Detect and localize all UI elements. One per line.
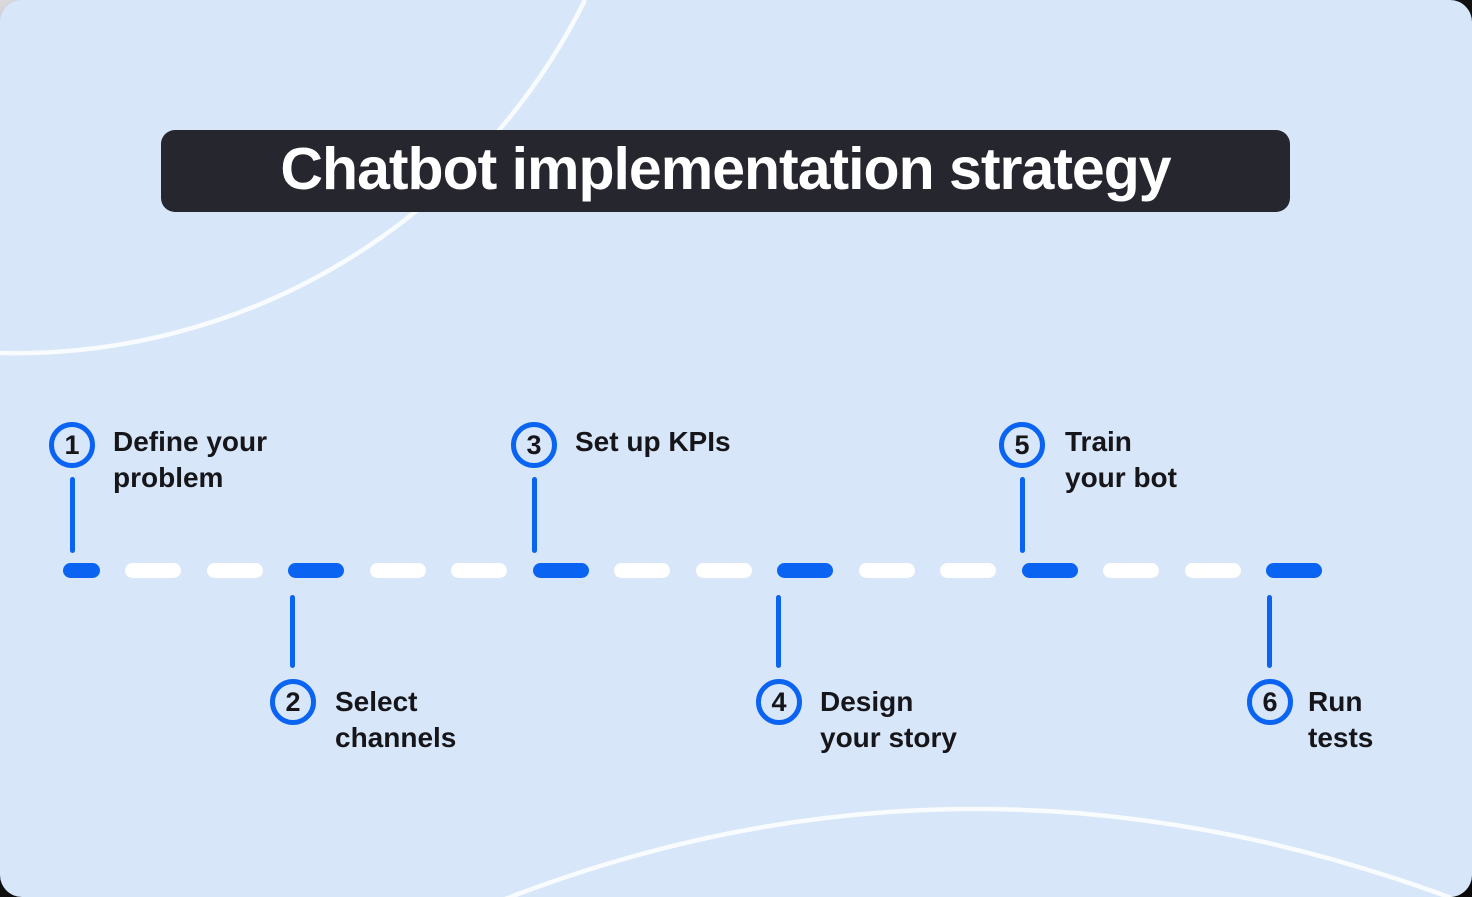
step-1-connector xyxy=(70,477,75,553)
step-2-connector xyxy=(290,595,295,668)
step-3-label: Set up KPIs xyxy=(575,426,731,457)
step-6-badge: 6 xyxy=(1247,679,1293,725)
step-4-label: Design your story xyxy=(820,686,957,753)
step-6-connector xyxy=(1267,595,1272,668)
timeline-dash xyxy=(1184,563,1241,578)
step-6-label: Run tests xyxy=(1308,686,1374,753)
timeline-dash-accent xyxy=(1021,563,1078,578)
step-2-label: Select channels xyxy=(335,686,457,753)
timeline-dash xyxy=(206,563,263,578)
timeline-dash-accent xyxy=(288,563,344,578)
decorative-arc-bottom xyxy=(504,806,1455,897)
step-4-number: 4 xyxy=(771,686,787,717)
timeline-dash xyxy=(369,563,426,578)
step-1-badge: 1 xyxy=(49,422,95,468)
timeline-dash xyxy=(1103,563,1159,578)
step-5-number: 5 xyxy=(1014,429,1030,460)
timeline-dash xyxy=(940,563,996,578)
timeline-dash xyxy=(695,563,752,578)
timeline-dash xyxy=(614,563,670,578)
step-2-badge: 2 xyxy=(270,679,316,725)
step-4-badge: 4 xyxy=(756,679,802,725)
step-3-number: 3 xyxy=(526,429,542,460)
page-title: Chatbot implementation strategy xyxy=(280,135,1171,202)
step-5-label: Train your bot xyxy=(1065,426,1177,493)
step-6-number: 6 xyxy=(1262,686,1278,717)
step-5-badge: 5 xyxy=(999,422,1045,468)
timeline-dash-accent xyxy=(63,563,100,578)
step-1-label: Define your problem xyxy=(113,426,268,493)
step-3-connector xyxy=(532,477,537,553)
step-3-badge: 3 xyxy=(511,422,557,468)
step-4-connector xyxy=(776,595,781,668)
timeline-dash xyxy=(858,563,915,578)
timeline-dash xyxy=(125,563,181,578)
timeline-dash-accent xyxy=(777,563,833,578)
timeline-dash xyxy=(451,563,507,578)
step-2-number: 2 xyxy=(285,686,301,717)
timeline-dash-accent xyxy=(1266,563,1322,578)
step-5-connector xyxy=(1020,477,1025,553)
step-1-number: 1 xyxy=(64,429,80,460)
title-bar: Chatbot implementation strategy xyxy=(161,130,1290,212)
timeline-dash-accent xyxy=(532,563,589,578)
